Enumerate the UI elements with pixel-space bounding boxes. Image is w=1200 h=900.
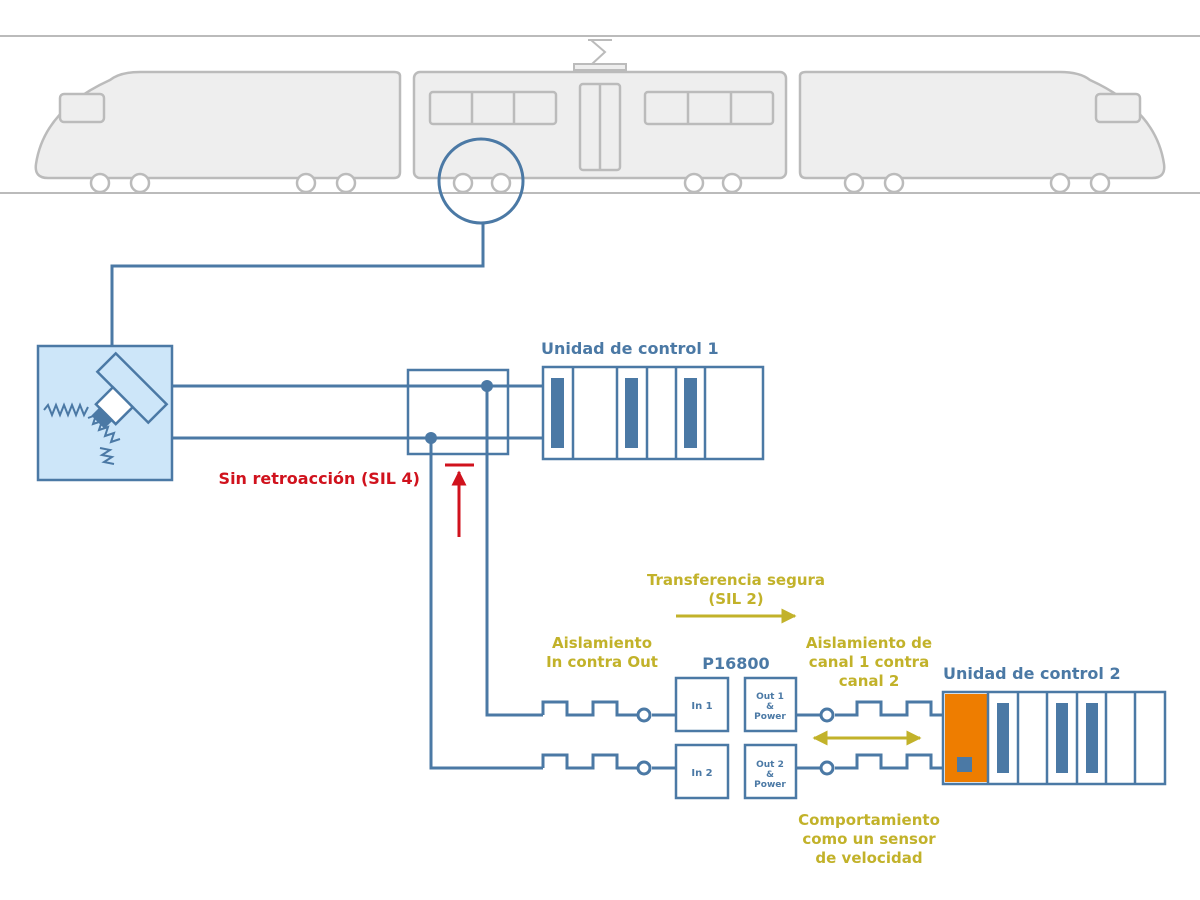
input-isolation-2 (541, 753, 637, 770)
sensor-cable (110, 223, 485, 346)
isolation-channels-label-3: canal 2 (839, 672, 900, 690)
out1-label-2: & (766, 702, 774, 712)
cu1-module-1 (551, 378, 564, 448)
isolation-in-out-label-1: Aislamiento (552, 634, 652, 652)
terminals (636, 707, 835, 776)
isolation-channels-label-1: Aislamiento de (806, 634, 932, 652)
in2-label: In 2 (691, 768, 712, 779)
out2-label-3: Power (754, 780, 786, 790)
train-car-front (34, 70, 402, 180)
junction-box (406, 368, 510, 456)
output-isolation-2 (835, 753, 945, 770)
isolation-in-out-label-2: In contra Out (546, 653, 658, 671)
front-window (58, 92, 106, 124)
input-isolation-1 (541, 700, 637, 717)
p16800-device (674, 676, 798, 800)
pantograph-icon (573, 39, 627, 71)
tap-wire-2 (429, 438, 543, 770)
middle-windows (428, 82, 775, 172)
tap-wire-1 (485, 386, 543, 717)
control-unit-1 (541, 365, 765, 461)
rear-window (1094, 92, 1142, 124)
train-car-rear (798, 70, 1166, 180)
behavior-label-2: como un sensor (802, 830, 936, 848)
in1-label: In 1 (691, 701, 712, 712)
in1-block (674, 676, 730, 733)
out1-label-3: Power (754, 712, 786, 722)
speed-sensor-icon (36, 344, 174, 482)
safe-transfer-label-2: (SIL 2) (708, 590, 763, 608)
out2-label-1: Out 2 (756, 760, 784, 770)
cu1-module-3 (684, 378, 697, 448)
output-isolation-1 (835, 700, 945, 717)
cu1-module-2 (625, 378, 638, 448)
out2-block (743, 743, 798, 800)
in2-block (674, 743, 730, 800)
behavior-label-1: Comportamiento (798, 811, 940, 829)
out2-label-2: & (766, 770, 774, 780)
control-unit-2 (941, 690, 1167, 786)
train-wheels (89, 172, 1111, 194)
behavior-label-3: de velocidad (815, 849, 922, 867)
train-icon (0, 35, 1200, 194)
safe-transfer-label-1: Transferencia segura (647, 571, 825, 589)
isolation-channels-label-2: canal 1 contra (809, 653, 929, 671)
junction-dot-1 (481, 380, 493, 392)
out1-block (743, 676, 798, 733)
wheel-detail-circle (437, 137, 525, 225)
device-name-label: P16800 (702, 654, 769, 673)
out1-label-1: Out 1 (756, 692, 784, 702)
junction-dot-2 (425, 432, 437, 444)
control-unit-2-label: Unidad de control 2 (943, 664, 1121, 683)
no-feedback-label: Sin retroacción (SIL 4) (219, 469, 420, 488)
control-unit-1-label: Unidad de control 1 (541, 339, 719, 358)
signal-wires (110, 223, 945, 770)
